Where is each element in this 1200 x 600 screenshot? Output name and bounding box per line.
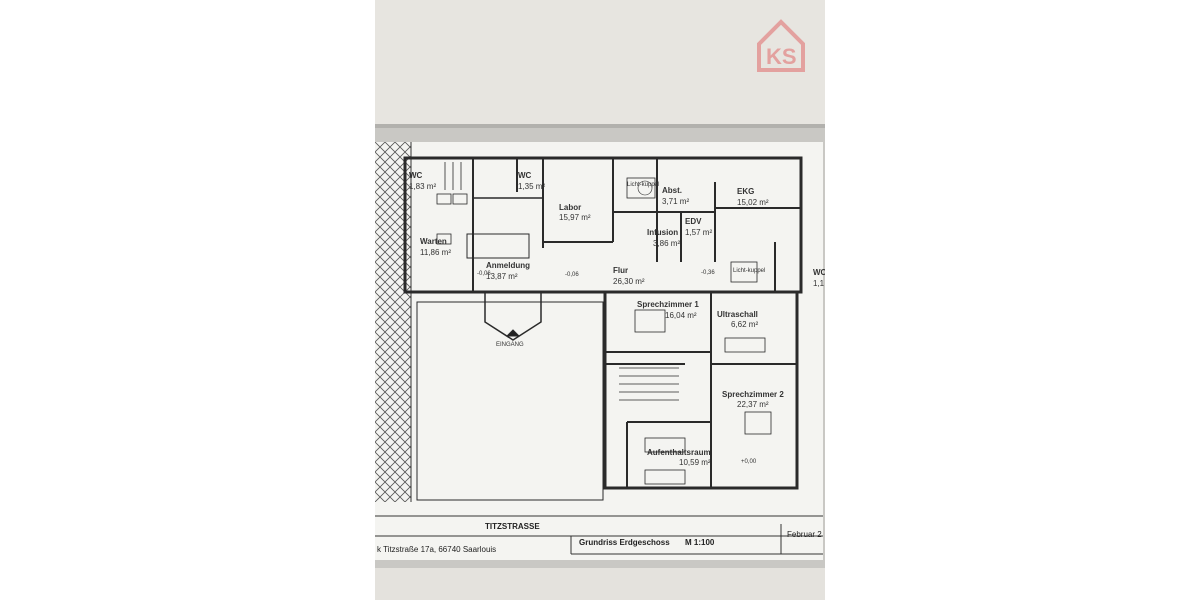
- drawing-scale: M 1:100: [685, 538, 715, 547]
- room-name: Warten: [420, 237, 447, 246]
- entrance-arrow-icon: [505, 329, 521, 337]
- room-name: Abst.: [662, 186, 682, 195]
- level-mark: -0,06: [565, 272, 579, 278]
- level-mark: -0,36: [701, 270, 715, 276]
- room-area: 26,30 m²: [613, 277, 645, 286]
- room-area: 1,83 m²: [409, 182, 437, 191]
- room-area: 10,59 m²: [679, 458, 711, 467]
- room-area: 1,35 m²: [518, 182, 546, 191]
- level-mark: -0,06: [477, 271, 491, 277]
- room-name: WC: [409, 171, 423, 180]
- room-name: Sprechzimmer 2: [722, 390, 784, 399]
- room-name: Infusion: [647, 228, 679, 237]
- room-name: Ultraschall: [717, 310, 758, 319]
- room-area: 1,57 m²: [685, 228, 713, 237]
- floor-plan-sheet: [375, 142, 823, 560]
- address: k Titzstraße 17a, 66740 Saarlouis: [377, 545, 497, 554]
- room-area: 15,97 m²: [559, 213, 591, 222]
- courtyard-outline: [416, 301, 604, 501]
- skylight-1: [626, 177, 656, 199]
- skylight-2: [730, 261, 758, 283]
- floor-plan-drawing: [375, 142, 823, 555]
- room-name: WC: [518, 171, 532, 180]
- drawing-title: Grundriss Erdgeschoss: [579, 538, 670, 547]
- room-area: 15,02 m²: [737, 198, 769, 207]
- upper-building-wall: [403, 156, 803, 294]
- room-name: Anmeldung: [486, 261, 530, 270]
- house-logo-icon: KS: [757, 19, 805, 72]
- room-name: Sprechzimmer 1: [637, 300, 699, 309]
- room-area: 1,1: [813, 279, 825, 288]
- entrance-label: EINGANG: [496, 342, 524, 348]
- room-name: WC: [813, 268, 825, 277]
- street-name: TITZSTRASSE: [485, 522, 540, 531]
- drawing-date: Februar 2: [787, 530, 822, 539]
- room-area: 3,71 m²: [662, 197, 690, 206]
- watermark-text: KS: [766, 44, 797, 69]
- room-area: 6,62 m²: [731, 320, 759, 329]
- room-name: EKG: [737, 187, 755, 196]
- lower-building-wall: [603, 292, 799, 490]
- skylight-label: Licht-kuppel: [627, 182, 660, 188]
- room-name: Labor: [559, 203, 582, 212]
- room-name: EDV: [685, 217, 702, 226]
- room-name: Aufenthaltsraum: [647, 448, 711, 457]
- room-area: 3,86 m²: [653, 239, 681, 248]
- wall: [375, 566, 825, 600]
- room-name: Flur: [613, 266, 629, 275]
- room-area: 16,04 m²: [665, 311, 697, 320]
- room-area: 11,86 m²: [420, 248, 451, 257]
- level-mark: +0,00: [741, 459, 757, 465]
- room-area: 13,87 m²: [486, 272, 518, 281]
- skylight-label: Licht-kuppel: [733, 268, 766, 274]
- room-area: 22,37 m²: [737, 400, 769, 409]
- photo: KS: [375, 0, 825, 600]
